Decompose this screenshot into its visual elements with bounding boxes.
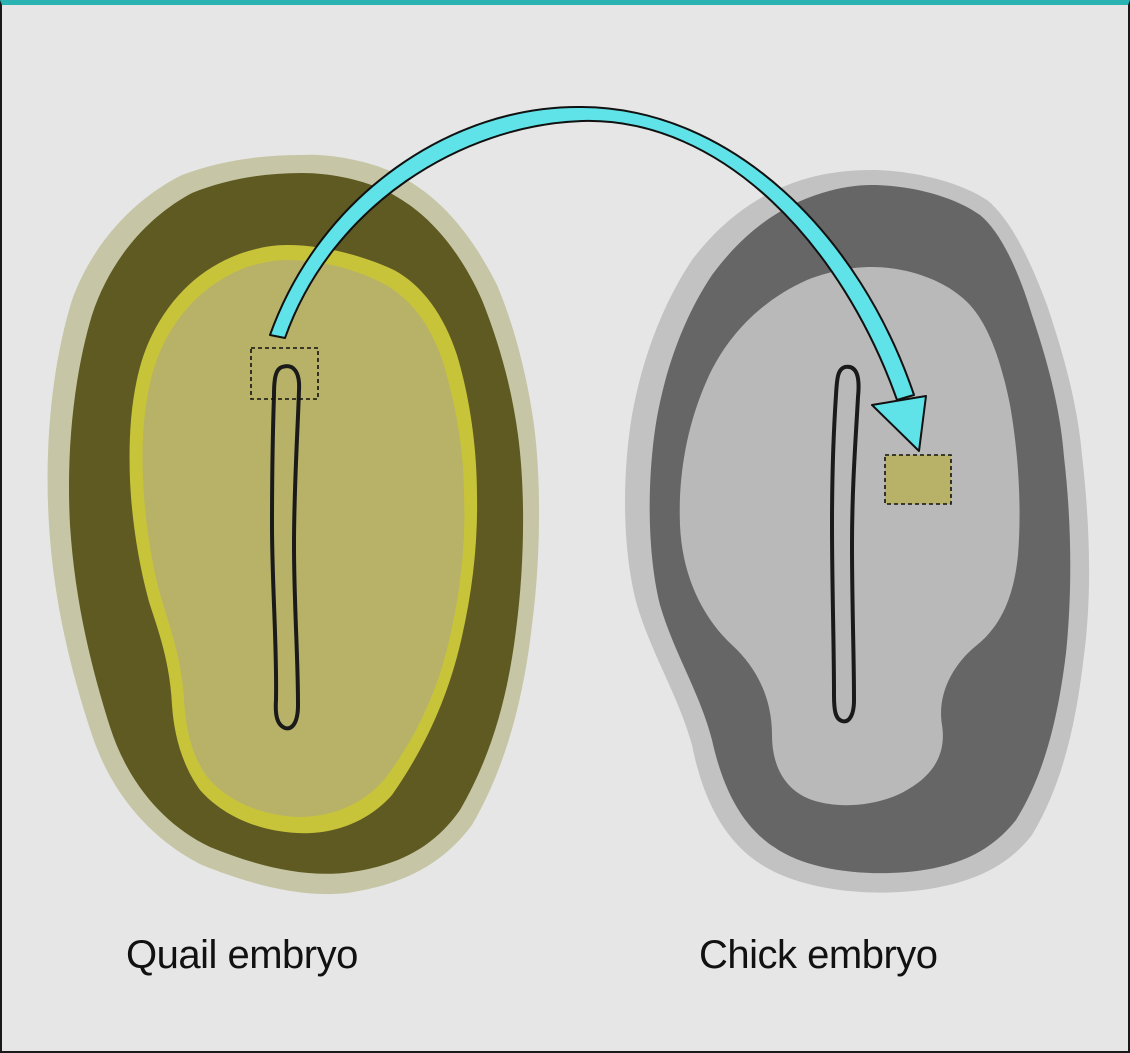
quail-embryo (48, 155, 540, 894)
chick-graft-site (885, 455, 951, 504)
transplant-diagram (2, 5, 1128, 1051)
quail-embryo-label: Quail embryo (126, 933, 358, 978)
chick-embryo-label: Chick embryo (699, 933, 938, 978)
